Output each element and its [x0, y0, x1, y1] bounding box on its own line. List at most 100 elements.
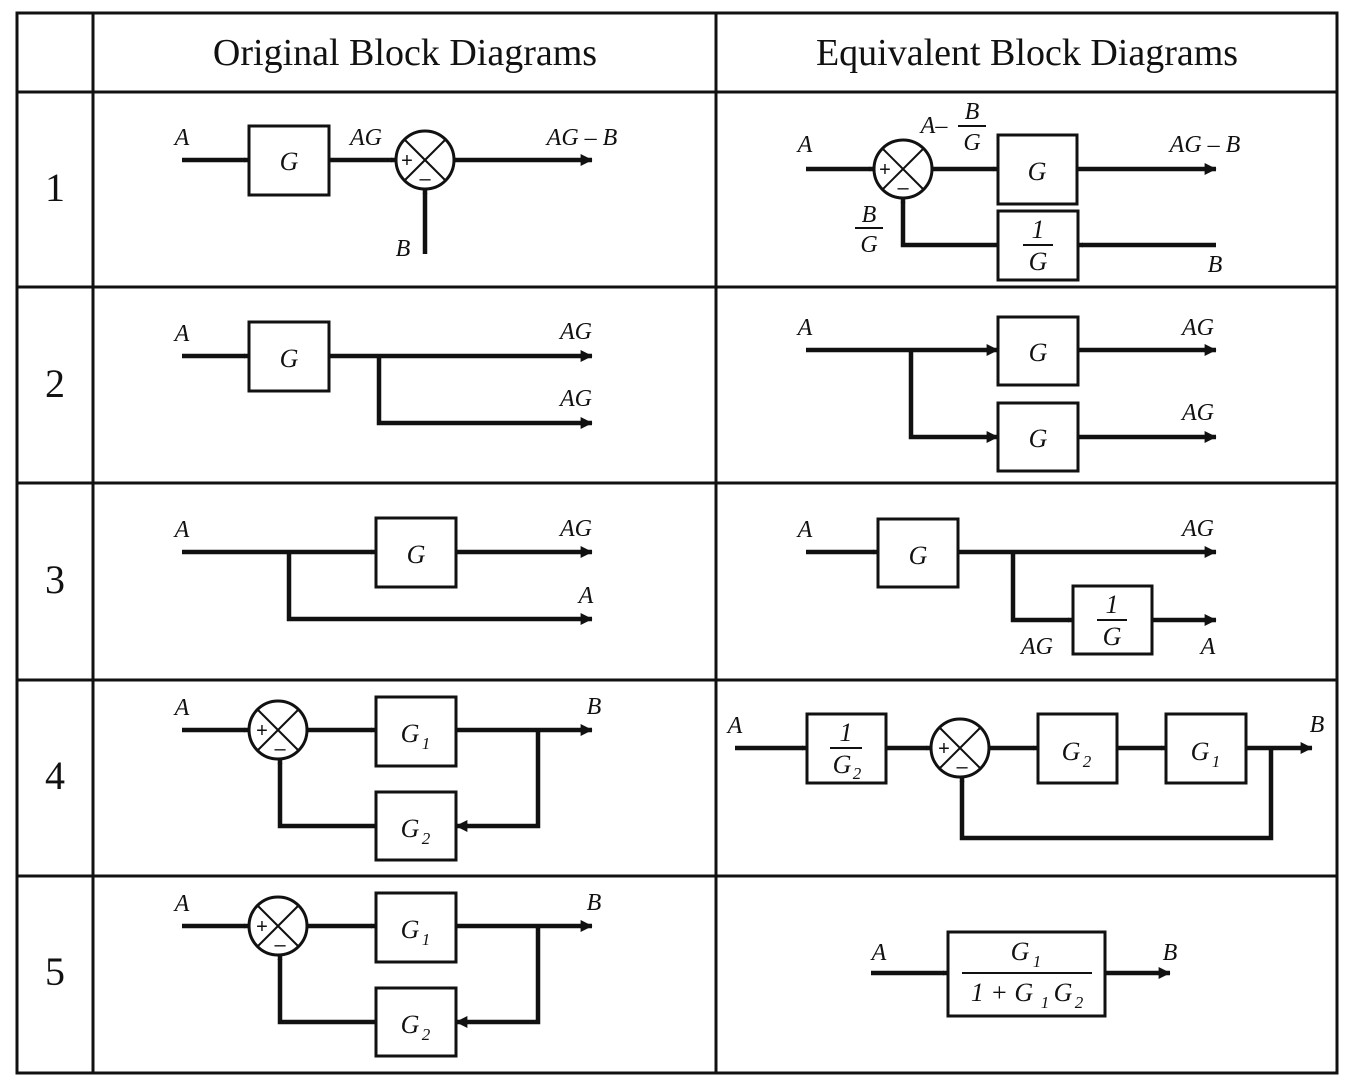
minus-sign: –: [419, 168, 431, 190]
row2-equivalent-diagram: G G A AG AG: [796, 315, 1217, 473]
block-label: G: [1029, 338, 1048, 367]
fraction-denominator: G: [860, 232, 877, 258]
output-label: AG – B: [1168, 132, 1241, 158]
input-label: A: [173, 517, 190, 543]
denominator-subscript-1: 1: [1041, 993, 1050, 1012]
fraction-numerator: 1: [1106, 590, 1119, 619]
block-g: [247, 320, 331, 393]
block-g: [996, 315, 1080, 387]
plus-sign: +: [938, 738, 950, 760]
signal-line: [277, 954, 376, 1025]
output-label: B: [1163, 940, 1178, 966]
fraction-numerator: B: [965, 99, 980, 125]
branch-label: AG: [1019, 634, 1053, 660]
block-subscript: 2: [422, 829, 431, 848]
row4-original-diagram: + – G 1 G 2 A B: [173, 694, 602, 862]
block-label: G: [280, 344, 299, 373]
output-label-2: A: [577, 583, 594, 609]
signal-line: [900, 197, 998, 248]
row3-original-diagram: G A AG A: [173, 516, 594, 625]
denominator-subscript-2: 2: [1075, 993, 1084, 1012]
signal-line: [376, 356, 593, 429]
row-number-5: 5: [45, 949, 65, 994]
row-number-4: 4: [45, 753, 65, 798]
signal-line: [277, 758, 376, 829]
output-label-1: AG: [558, 319, 592, 345]
output-label: AG – B: [545, 125, 618, 151]
block-subscript: 2: [853, 764, 862, 783]
block-label: G: [1191, 737, 1210, 766]
input-label: A: [796, 132, 813, 158]
block-g: [247, 124, 331, 197]
fraction-denominator: G: [833, 750, 852, 779]
signal-line: [286, 552, 593, 625]
signal-line: [455, 730, 541, 832]
fraction-numerator: G: [1011, 937, 1030, 966]
plus-sign: +: [256, 720, 268, 742]
plus-sign: +: [256, 916, 268, 938]
minus-sign: –: [956, 756, 968, 778]
fraction-numerator: 1: [1032, 215, 1045, 244]
plus-sign: +: [401, 150, 413, 172]
table-grid: [15, 11, 1339, 1075]
block-label: G: [1028, 157, 1047, 186]
numerator-subscript: 1: [1033, 952, 1042, 971]
row1-equivalent-diagram: + – G 1 G A A– B G B G AG – B B: [796, 99, 1241, 282]
block-subscript: 1: [1212, 752, 1221, 771]
signal-line: [455, 926, 541, 1028]
block-label: G: [401, 1010, 420, 1039]
row1-original-diagram: G + – A AG AG – B B: [173, 124, 618, 262]
input-label: A: [796, 517, 813, 543]
minus-sign: –: [897, 177, 909, 199]
row-number-2: 2: [45, 361, 65, 406]
block-g: [996, 133, 1079, 206]
block-label: G: [280, 147, 299, 176]
input-label: A: [726, 713, 743, 739]
row-number-3: 3: [45, 557, 65, 602]
fraction-numerator: 1: [840, 718, 853, 747]
minus-sign: –: [274, 934, 286, 956]
denominator-prefix: 1 + G: [971, 978, 1034, 1007]
fraction-denominator: G: [1103, 622, 1122, 651]
input-label: A: [173, 891, 190, 917]
signal-line: [1010, 552, 1074, 623]
output-label: B: [587, 890, 602, 916]
block-g1: [1164, 712, 1248, 785]
header-equivalent: Equivalent Block Diagrams: [816, 32, 1238, 74]
fraction-denominator: G: [1029, 247, 1048, 276]
output-label-1: AG: [558, 516, 592, 542]
denominator-g: G: [1054, 978, 1073, 1007]
input-label: A: [173, 695, 190, 721]
block-label: G: [407, 540, 426, 569]
row4-equivalent-diagram: 1 G 2 + – G 2 G 1 A B: [726, 712, 1325, 841]
output-label-1: AG: [1180, 516, 1214, 542]
block-subscript: 1: [422, 734, 431, 753]
minus-sign: –: [274, 738, 286, 760]
fraction-denominator: G: [963, 130, 980, 156]
block-label: G: [909, 541, 928, 570]
input-label: A: [870, 940, 887, 966]
block-g: [876, 517, 960, 589]
intermediate-label: AG: [348, 125, 382, 151]
output-label-1: AG: [1180, 315, 1214, 341]
output-label-2: AG: [558, 386, 592, 412]
sum-label-prefix: A–: [919, 113, 949, 139]
output-label: B: [1310, 712, 1325, 738]
block-subscript: 2: [422, 1025, 431, 1044]
feed-label: B: [1208, 252, 1223, 278]
row-number-1: 1: [45, 165, 65, 210]
fraction-numerator: B: [862, 202, 877, 228]
block-g: [374, 516, 458, 589]
block-subscript: 1: [422, 930, 431, 949]
input-label: A: [796, 315, 813, 341]
plus-sign: +: [879, 159, 891, 181]
output-label: B: [587, 694, 602, 720]
row2-original-diagram: G A AG AG: [173, 319, 593, 429]
feed-label: B: [396, 236, 411, 262]
block-label: G: [401, 915, 420, 944]
row3-equivalent-diagram: G 1 G A AG AG A: [796, 516, 1217, 660]
signal-line: [959, 748, 1274, 841]
block-label: G: [401, 814, 420, 843]
row5-original-diagram: + – G 1 G 2 A B: [173, 890, 602, 1058]
block-label: G: [1062, 737, 1081, 766]
